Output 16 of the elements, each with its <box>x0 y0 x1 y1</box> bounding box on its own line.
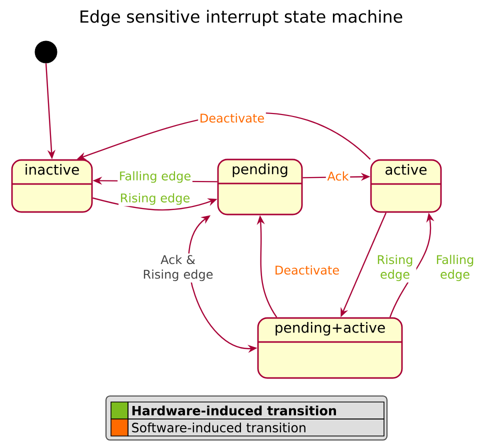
edge-label: Falling edge <box>434 254 476 282</box>
edge-label: Deactivate <box>273 264 341 276</box>
start-circle <box>34 40 58 64</box>
title: Edge sensitive interrupt state machine <box>80 10 402 26</box>
state-box: active <box>370 159 442 213</box>
edge-label: Deactivate <box>198 112 266 124</box>
legend-text: Hardware-induced transition <box>132 406 336 416</box>
state-box: pending+active <box>257 317 403 379</box>
legend-text: Software-induced transition <box>132 422 306 432</box>
edge-label: Falling edge <box>118 170 192 184</box>
edge-label: Ack & Rising edge <box>139 254 217 282</box>
edge-label: Ack <box>326 170 350 182</box>
edge-label: Rising edge <box>374 254 416 282</box>
state-box: pending <box>217 158 303 216</box>
state-box: inactive <box>11 159 93 213</box>
edge-label: Rising edge <box>118 192 192 206</box>
